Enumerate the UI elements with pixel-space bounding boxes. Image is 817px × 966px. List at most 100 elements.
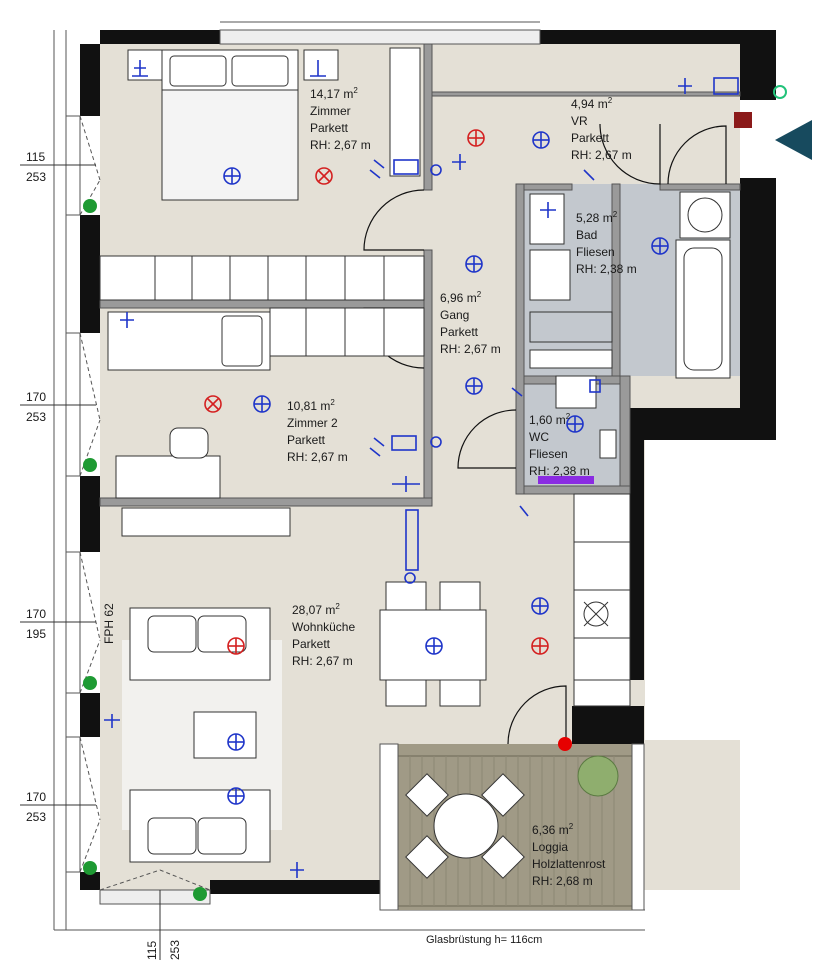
room-floor: Holzlattenrost xyxy=(532,857,606,871)
dimension-lines xyxy=(20,164,161,960)
exterior-walls xyxy=(80,30,776,894)
wall-left-1 xyxy=(80,44,100,116)
room-label-wohnkueche: 28,07 m2 Wohnküche Parkett RH: 2,67 m xyxy=(292,598,355,670)
room-name: Zimmer xyxy=(310,104,351,118)
room-name: Gang xyxy=(440,308,470,322)
wall-left-2 xyxy=(80,215,100,333)
green-outlet-icon xyxy=(773,85,787,99)
window-4-width: 170 xyxy=(26,790,47,804)
fph-label: FPH 62 xyxy=(102,603,116,644)
room-name: Wohnküche xyxy=(292,620,356,634)
bedroom2-furniture xyxy=(107,307,425,499)
room-floor: Parkett xyxy=(440,325,479,339)
room-area: 28,07 m xyxy=(292,603,336,617)
room-area-unit: 2 xyxy=(330,398,335,407)
sideboard xyxy=(121,507,291,537)
window-2-height: 253 xyxy=(26,410,47,424)
wall-right-step xyxy=(630,408,776,440)
room-area: 1,60 m xyxy=(529,413,566,427)
red-marker xyxy=(558,737,572,751)
room-label-gang: 6,96 m2 Gang Parkett RH: 2,67 m xyxy=(440,286,501,358)
wall-left-3 xyxy=(80,476,100,552)
room-floor: Parkett xyxy=(571,131,610,145)
room-area: 6,96 m xyxy=(440,291,477,305)
living-furniture xyxy=(121,493,631,863)
coffee-table xyxy=(193,711,257,759)
nightstand-left xyxy=(127,49,163,81)
room-height: RH: 2,67 m xyxy=(287,450,348,464)
wall-left-5 xyxy=(80,872,100,890)
wall-right-top xyxy=(740,30,776,100)
heating-symbols xyxy=(204,129,549,655)
room-height: RH: 2,38 m xyxy=(529,464,590,478)
window-markers xyxy=(83,199,207,901)
bedroom1-furniture xyxy=(99,47,425,301)
room-label-zimmer: 14,17 m2 Zimmer Parkett RH: 2,67 m xyxy=(310,82,371,154)
plant-icon xyxy=(577,755,619,797)
dining-table xyxy=(379,609,487,681)
room-name: Bad xyxy=(576,228,598,242)
window-1-width: 115 xyxy=(26,150,46,164)
room-area: 14,17 m xyxy=(310,87,354,101)
entry-arrow-icon xyxy=(775,120,812,160)
window-3-width: 170 xyxy=(26,607,47,621)
room-height: RH: 2,38 m xyxy=(576,262,637,276)
switch-symbols xyxy=(104,60,739,878)
room-area: 4,94 m xyxy=(571,97,608,111)
window-4-height: 253 xyxy=(26,810,47,824)
shelf-row xyxy=(99,255,425,301)
door-height: 253 xyxy=(168,939,182,960)
room-area-unit: 2 xyxy=(565,412,571,421)
room-area-unit: 2 xyxy=(568,822,574,831)
room-name: WC xyxy=(529,430,549,444)
room-label-vr: 4,94 m2 VR Parkett RH: 2,67 m xyxy=(571,92,632,164)
room-height: RH: 2,67 m xyxy=(571,148,632,162)
wall-left-4 xyxy=(80,693,100,737)
wall-top-right xyxy=(540,30,740,44)
interior-walls xyxy=(99,43,741,507)
wardrobe-2 xyxy=(269,307,425,357)
window-top xyxy=(219,21,541,45)
room-area-unit: 2 xyxy=(607,96,613,105)
door-width: 115 xyxy=(145,940,159,960)
room-label-loggia: 6,36 m2 Loggia Holzlattenrost RH: 2,68 m xyxy=(532,818,605,890)
room-name: VR xyxy=(571,114,588,128)
wall-kitchen-right xyxy=(630,440,644,680)
ceiling-lights xyxy=(223,131,669,805)
kitchen-counter xyxy=(573,493,631,707)
wall-kitchen-corner xyxy=(572,706,644,744)
room-floor: Fliesen xyxy=(576,245,615,259)
desk-chair xyxy=(169,427,209,459)
railing-note: Glasbrüstung h= 116cm xyxy=(426,934,543,946)
room-label-wc: 1,60 m2 WC Fliesen RH: 2,38 m xyxy=(529,408,590,480)
bad-vanity xyxy=(529,249,571,301)
room-height: RH: 2,67 m xyxy=(440,342,501,356)
room-floor: Parkett xyxy=(292,637,331,651)
room-area: 10,81 m xyxy=(287,399,331,413)
room-name: Zimmer 2 xyxy=(287,416,338,430)
room-label-bad: 5,28 m2 Bad Fliesen RH: 2,38 m xyxy=(576,206,637,278)
room-label-zimmer2: 10,81 m2 Zimmer 2 Parkett RH: 2,67 m xyxy=(287,394,348,466)
window-1-height: 253 xyxy=(26,170,47,184)
window-2-width: 170 xyxy=(26,390,47,404)
room-floor: Parkett xyxy=(287,433,326,447)
wall-top-left xyxy=(100,30,220,44)
room-area-unit: 2 xyxy=(476,290,482,299)
loggia-table xyxy=(433,793,499,859)
room-height: RH: 2,67 m xyxy=(292,654,353,668)
nightstand-right xyxy=(303,49,339,81)
loggia xyxy=(379,743,645,911)
window-3-height: 195 xyxy=(26,627,47,641)
meter-box xyxy=(734,112,752,128)
desk xyxy=(115,455,221,499)
room-height: RH: 2,67 m xyxy=(310,138,371,152)
wall-bottom xyxy=(210,880,380,894)
wardrobe-1 xyxy=(389,47,421,177)
bathroom-fixtures xyxy=(529,191,731,484)
outside-right xyxy=(645,440,817,740)
room-area-unit: 2 xyxy=(612,210,618,219)
room-area: 5,28 m xyxy=(576,211,613,225)
room-area-unit: 2 xyxy=(353,86,358,95)
room-floor: Fliesen xyxy=(529,447,568,461)
